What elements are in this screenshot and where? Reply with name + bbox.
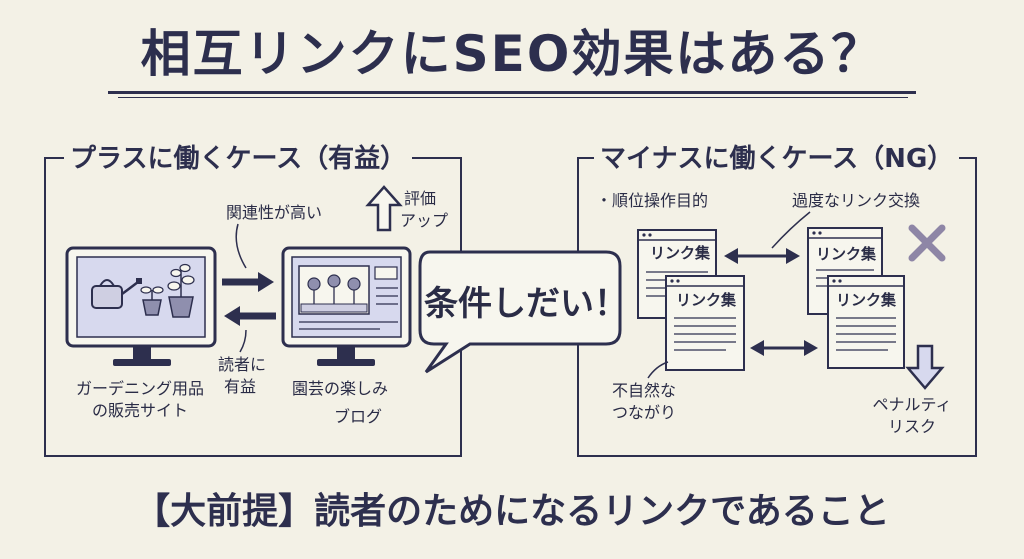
ranking-manipulation-label: ・順位操作目的 xyxy=(596,191,709,210)
positive-case-heading: プラスに働くケース（有益） xyxy=(64,138,413,175)
penalty-risk-line2: リスク xyxy=(887,417,936,436)
doc-label-3: リンク集 xyxy=(816,245,877,263)
potted-plant-small-icon xyxy=(140,286,164,316)
core-premise-text: 【大前提】読者のためになるリンクであること xyxy=(134,491,890,532)
doc-label-2: リンク集 xyxy=(676,291,737,309)
title-underline-secondary xyxy=(118,97,908,98)
rating-up-label-line2: アップ xyxy=(400,211,449,230)
ng-cross-icon xyxy=(908,224,946,262)
excessive-exchange-label: 過度なリンク交換 xyxy=(792,191,921,210)
flower-icon xyxy=(300,274,368,313)
doc-label-4: リンク集 xyxy=(836,291,897,309)
penalty-down-arrow-icon xyxy=(905,344,945,390)
rating-up-arrow-icon xyxy=(365,185,403,232)
conditions-bubble-text: 条件しだい！ xyxy=(424,284,628,324)
unnatural-connection-line1: 不自然な xyxy=(612,381,677,400)
gardening-blog-label-line1: 園芸の楽しみ xyxy=(292,379,389,398)
exchange-arrows xyxy=(222,223,276,353)
penalty-risk-line1: ペナルティ xyxy=(872,395,952,414)
link-collection-doc-2 xyxy=(665,275,745,371)
link-exchange-arrows xyxy=(647,211,818,379)
potted-plant-large-icon xyxy=(167,263,195,318)
gardening-shop-label-line2: の販売サイト xyxy=(91,401,188,420)
relevance-label: 関連性が高い xyxy=(226,203,323,222)
reader-benefit-line2: 有益 xyxy=(224,377,257,396)
doc-label-1: リンク集 xyxy=(650,244,711,262)
reader-benefit-line1: 読者に xyxy=(218,355,267,374)
link-collection-doc-4 xyxy=(827,275,905,369)
gardening-blog-monitor xyxy=(281,246,412,366)
gardening-blog-label-line2: ブログ xyxy=(334,407,383,426)
negative-case-heading: マイナスに働くケース（NG） xyxy=(594,138,960,175)
gardening-shop-monitor xyxy=(65,246,217,366)
rating-up-label-line1: 評価 xyxy=(404,189,437,208)
conditions-speech-bubble xyxy=(418,250,622,374)
title-underline xyxy=(108,91,916,94)
page-title: 相互リンクにSEO効果はある？ xyxy=(140,25,884,83)
watering-can-icon xyxy=(91,278,142,309)
unnatural-connection-line2: つながり xyxy=(612,403,677,422)
gardening-shop-label-line1: ガーデニング用品 xyxy=(75,379,204,398)
